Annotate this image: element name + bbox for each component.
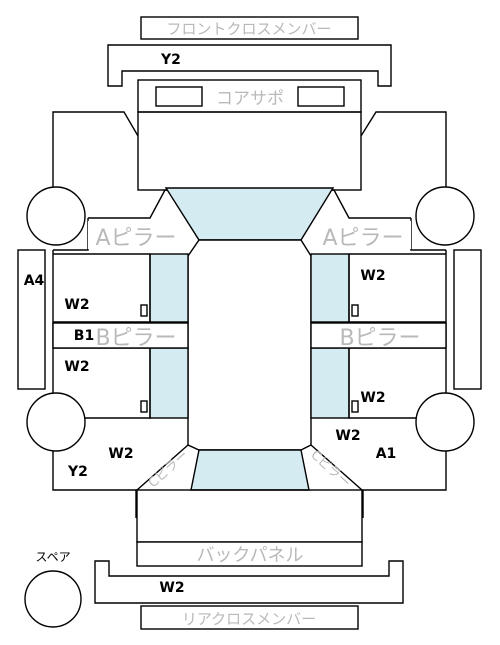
front-cross-member-box	[140, 16, 359, 40]
hood	[137, 111, 362, 191]
b-pillar-left-label: Bピラー	[95, 326, 176, 351]
front-right-window	[310, 253, 350, 323]
b-pillar-left-band	[52, 322, 189, 349]
b-pillar-right-band	[310, 322, 447, 349]
right-door-lines	[348, 253, 446, 419]
front-left-window	[149, 253, 189, 323]
rear-left-tyre	[26, 392, 86, 452]
code-front-left-panel: W2	[64, 297, 89, 313]
a-pillar-left-band	[88, 221, 183, 249]
headlight-left	[155, 86, 203, 107]
a-pillar-right-band	[316, 221, 411, 249]
spare-tyre	[24, 570, 82, 628]
c-pillar-left-label: Cピラー	[146, 448, 192, 491]
c-pillar-lines	[136, 444, 363, 491]
front-left-fender	[52, 111, 139, 208]
code-a4: A4	[24, 273, 45, 289]
left-body-side	[52, 250, 137, 518]
rear-right-window	[310, 347, 350, 419]
code-a1: A1	[376, 446, 397, 462]
rear-cross-member-label: リアクロスメンバー	[182, 610, 316, 628]
code-rear-left-corner: Y2	[67, 464, 88, 480]
front-cross-code: Y2	[160, 52, 181, 68]
right-body-side	[362, 250, 447, 518]
rear-cross-member-box	[140, 605, 359, 630]
a-pillar-right-label: Aピラー	[322, 226, 403, 251]
front-right-door-handle	[351, 304, 359, 317]
windshield	[164, 187, 335, 241]
rear-right-tyre	[415, 392, 475, 452]
code-b1: B1	[74, 328, 94, 344]
rear-left-window	[149, 347, 189, 419]
rear-left-door-handle	[140, 400, 148, 413]
code-front-right-door: W2	[360, 268, 385, 284]
front-left-door-handle	[140, 304, 148, 317]
left-door-lines	[53, 253, 151, 419]
rear-cross-member	[94, 560, 404, 604]
rear-right-door-handle	[351, 400, 359, 413]
a-pillar-left-label: Aピラー	[95, 226, 176, 251]
code-rear-right-door: W2	[360, 390, 385, 406]
front-left-tyre	[26, 186, 86, 246]
front-right-fender	[360, 111, 447, 208]
front-right-tyre	[415, 186, 475, 246]
back-panel-label: バックパネル	[196, 545, 303, 566]
spare-label: スペア	[35, 550, 70, 564]
core-support-label: コアサポ	[216, 89, 284, 109]
rear-window	[190, 449, 310, 491]
code-rear-left-quarter: W2	[108, 446, 133, 462]
left-side-sill	[17, 249, 46, 390]
code-rear-left-door: W2	[64, 359, 89, 375]
rear-cross-code: W2	[159, 580, 184, 596]
trunk-lid	[136, 489, 363, 543]
roof	[187, 239, 312, 451]
c-pillar-right-label: Cピラー	[307, 448, 353, 491]
right-side-sill	[453, 249, 482, 390]
b-pillar-right-label: Bピラー	[339, 326, 420, 351]
code-rear-right-quarter: W2	[335, 428, 360, 444]
back-panel	[136, 541, 363, 567]
front-cross-member-label: フロントクロスメンバー	[166, 20, 331, 38]
front-cross-member	[107, 44, 392, 87]
headlight-right	[297, 86, 345, 107]
